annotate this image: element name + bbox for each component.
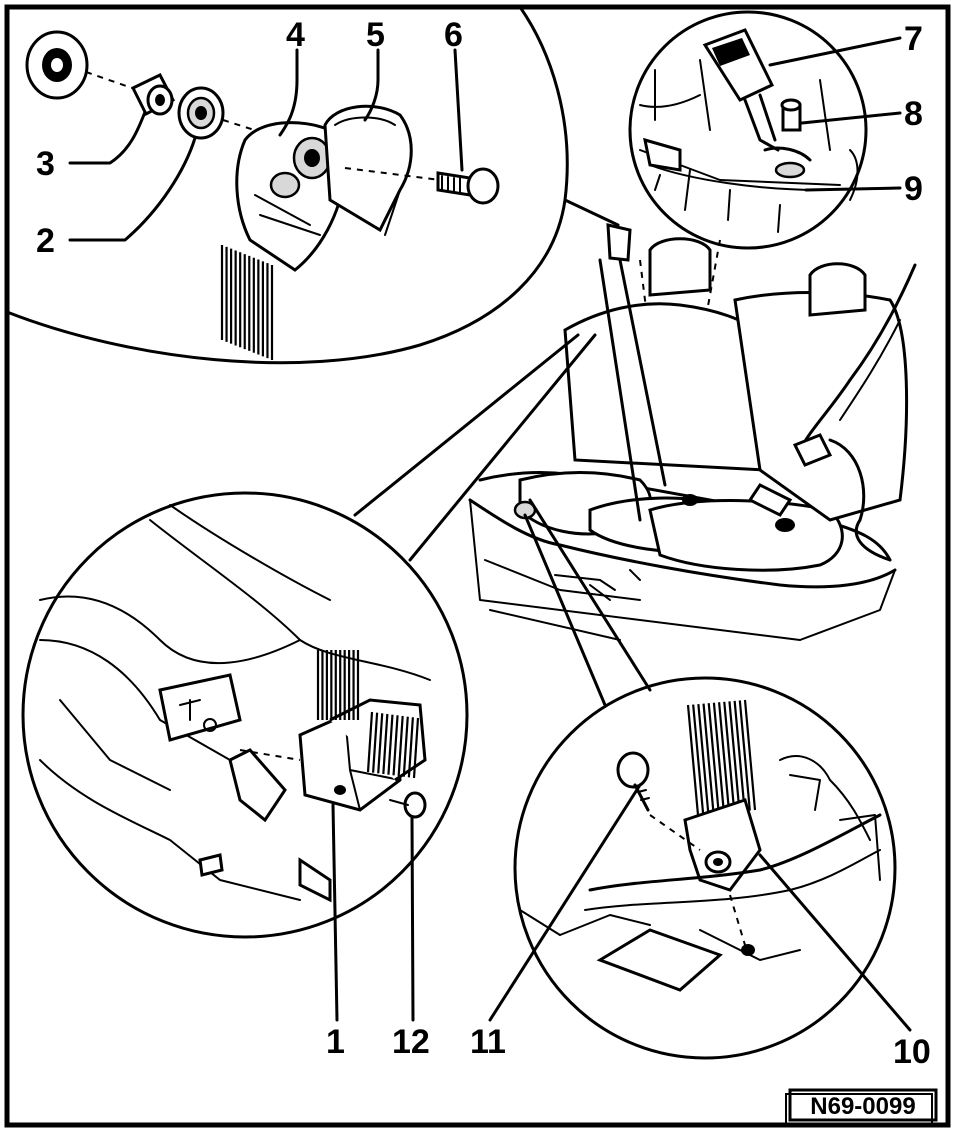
webbing-stripe [743, 699, 757, 811]
cover-cap [25, 30, 89, 100]
detail-upper-guide [5, 5, 569, 365]
callout-labels: 3 2 4 5 6 7 8 9 1 12 11 10 [36, 16, 931, 1071]
webbing-stripe [728, 701, 741, 812]
coil-stripe [397, 715, 404, 777]
detail-retractor [21, 491, 469, 939]
guide-cover [323, 104, 413, 236]
coil-stripe [392, 715, 399, 776]
webbing-stripe [733, 700, 746, 812]
webbing-stripe [723, 701, 736, 812]
webbing-stripe [738, 700, 751, 811]
anchor-fitting [683, 798, 762, 892]
coil-stripe [387, 714, 394, 775]
detail-buckle [628, 10, 868, 250]
callout-4: 4 [286, 16, 305, 54]
webbing-stripe [717, 702, 731, 813]
detail-lower-anchor [513, 676, 897, 1060]
coil-stripe [407, 717, 414, 778]
callout-2: 2 [36, 222, 55, 260]
outer-border [4, 4, 951, 1128]
coil-stripe [402, 716, 409, 777]
coil-stripe [377, 713, 384, 774]
callout-6: 6 [444, 16, 463, 54]
callout-3: 3 [36, 145, 55, 183]
webbing-stripe [697, 703, 710, 815]
callout-9: 9 [904, 170, 923, 208]
callout-5: 5 [366, 16, 385, 54]
callout-1: 1 [326, 1023, 345, 1061]
washer [177, 86, 225, 140]
webbing-stripe [692, 704, 705, 815]
spacer [130, 73, 176, 117]
callout-12: 12 [392, 1023, 430, 1061]
anchor-bolt [616, 751, 650, 812]
bolt [436, 167, 500, 205]
coil-stripe [372, 712, 379, 773]
callout-11: 11 [470, 1023, 506, 1061]
webbing-stripe [702, 703, 715, 814]
coil-stripe [412, 717, 420, 779]
webbing-stripe [686, 704, 700, 816]
callout-leaders [68, 36, 912, 1032]
rear-seat-overview [353, 198, 917, 707]
callout-7: 7 [904, 20, 923, 58]
retractor-bolt [389, 791, 427, 819]
callout-10: 10 [893, 1033, 931, 1071]
webbing-stripe [712, 702, 726, 813]
reference-number: N69-0099 [810, 1093, 915, 1120]
coil-stripe [382, 713, 389, 775]
reference-number-box: N69-0099 [785, 1088, 938, 1125]
webbing-stripe [707, 703, 720, 814]
coil-stripe [366, 711, 374, 773]
callout-8: 8 [904, 95, 923, 133]
belt-webbing-top [220, 245, 274, 360]
